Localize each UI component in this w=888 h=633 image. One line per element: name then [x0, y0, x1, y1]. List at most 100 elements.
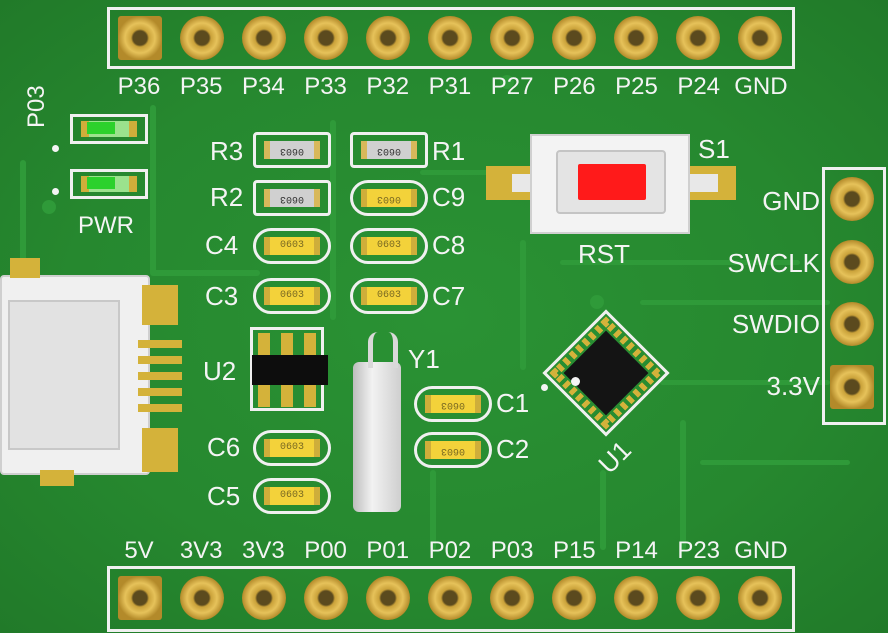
top-pin-label: P32: [366, 73, 410, 100]
top-pin-label: P27: [490, 73, 534, 100]
bottom-pin-1: [118, 576, 162, 620]
bottom-pin-label: 3V3: [179, 537, 223, 564]
crystal-leads: [368, 332, 398, 368]
top-pin-label: P26: [552, 73, 596, 100]
bottom-pin: [428, 576, 472, 620]
bottom-pin: [614, 576, 658, 620]
ref-r1: R1: [432, 136, 466, 166]
ref-c6: C6: [207, 432, 241, 462]
swd-pin: [830, 239, 874, 284]
button-leg-right: [684, 174, 718, 192]
bottom-pin-label: 5V: [124, 537, 154, 564]
top-pin: [614, 16, 658, 60]
u1-pin1-dot: [541, 384, 548, 391]
top-pin-labels: P36 P35 P34 P33 P32 P31 P27 P26 P25 P24 …: [108, 75, 792, 99]
ref-c1: C1: [496, 388, 530, 418]
top-pin: [428, 16, 472, 60]
u2-pins-bottom: [258, 383, 316, 407]
bottom-pin-label: P03: [490, 537, 534, 564]
led-pwr: [70, 169, 148, 199]
swd-label-3v3: 3.3V: [766, 371, 821, 401]
swd-label-swdio: SWDIO: [731, 309, 820, 339]
ref-c5: C5: [207, 481, 241, 511]
bottom-pin: [552, 576, 596, 620]
swd-pin-1: [830, 364, 874, 409]
ref-r2: R2: [210, 182, 244, 212]
led-p03: [70, 114, 148, 144]
ref-y1: Y1: [408, 344, 440, 374]
capacitor-c8: 0603: [350, 228, 428, 264]
capacitor-c5: 0603: [253, 478, 331, 514]
bottom-pin-label: P23: [677, 537, 721, 564]
bottom-header-outline: [107, 566, 795, 632]
bottom-pin-label: GND: [734, 537, 788, 564]
top-pin: [366, 16, 410, 60]
swd-label-swclk: SWCLK: [727, 248, 820, 278]
bottom-pin: [242, 576, 286, 620]
bottom-pin: [180, 576, 224, 620]
usb-pad: [142, 285, 178, 325]
led-label-pwr: PWR: [78, 212, 134, 239]
top-pin: [738, 16, 782, 60]
bottom-pin: [304, 576, 348, 620]
bottom-header-pins: [118, 576, 782, 620]
crystal-y1: [353, 362, 401, 512]
ref-c4: C4: [205, 230, 239, 260]
top-pin-label: P31: [428, 73, 472, 100]
resistor-r1: 0603: [350, 132, 428, 168]
ref-c3: C3: [205, 281, 239, 311]
bottom-pin-label: P02: [428, 537, 472, 564]
top-header-pins: [118, 16, 782, 60]
usb-connector-inner: [8, 300, 120, 450]
u1-pin1-marker: [571, 377, 580, 386]
bottom-pin-label: P15: [552, 537, 596, 564]
capacitor-c1: 0603: [414, 386, 492, 422]
swd-header-outline: [822, 167, 886, 425]
top-pin: [490, 16, 534, 60]
led-p03-dot: [52, 145, 59, 152]
usb-pad: [142, 428, 178, 472]
top-pin-label: P24: [677, 73, 721, 100]
swd-label-gnd: GND: [762, 186, 820, 216]
bottom-pin-label: P00: [304, 537, 347, 564]
bottom-pin-label: P01: [366, 537, 410, 564]
bottom-pin-labels: 5V 3V3 3V3 P00 P01 P02 P03 P15 P14 P23 G…: [108, 539, 792, 563]
ref-c8: C8: [432, 230, 466, 260]
top-pin: [552, 16, 596, 60]
bottom-pin: [738, 576, 782, 620]
top-pin: [676, 16, 720, 60]
capacitor-c9: 0603: [350, 180, 428, 216]
capacitor-c6: 0603: [253, 430, 331, 466]
top-pin-1: [118, 16, 162, 60]
ref-u2: U2: [203, 356, 237, 386]
top-pin-label: GND: [734, 73, 788, 100]
usb-pad: [10, 258, 40, 278]
reset-button-cap[interactable]: [578, 164, 646, 200]
ref-c9: C9: [432, 182, 466, 212]
capacitor-c3: 0603: [253, 278, 331, 314]
capacitor-c7: 0603: [350, 278, 428, 314]
u2-chip: [252, 355, 328, 385]
capacitor-c4: 0603: [253, 228, 331, 264]
bottom-pin-label: P14: [615, 537, 658, 564]
top-pin-label: P34: [242, 73, 285, 100]
ref-c7: C7: [432, 281, 466, 311]
bottom-pin: [676, 576, 720, 620]
led-label-p03: P03: [23, 85, 50, 128]
top-header-outline: [107, 7, 795, 69]
button-label-rst: RST: [578, 239, 630, 269]
ref-r3: R3: [210, 136, 244, 166]
top-pin-label: P35: [179, 73, 223, 100]
bottom-pin-label: 3V3: [242, 537, 285, 564]
resistor-r3: 0603: [253, 132, 331, 168]
swd-pin: [830, 177, 874, 221]
capacitor-c2: 0603: [414, 432, 492, 468]
u2-pins-top: [258, 333, 316, 357]
top-pin-label: P36: [117, 73, 161, 100]
top-pin: [304, 16, 348, 60]
resistor-r2: 0603: [253, 180, 331, 216]
ref-c2: C2: [496, 434, 530, 464]
top-pin: [242, 16, 286, 60]
led-pwr-dot: [52, 188, 59, 195]
